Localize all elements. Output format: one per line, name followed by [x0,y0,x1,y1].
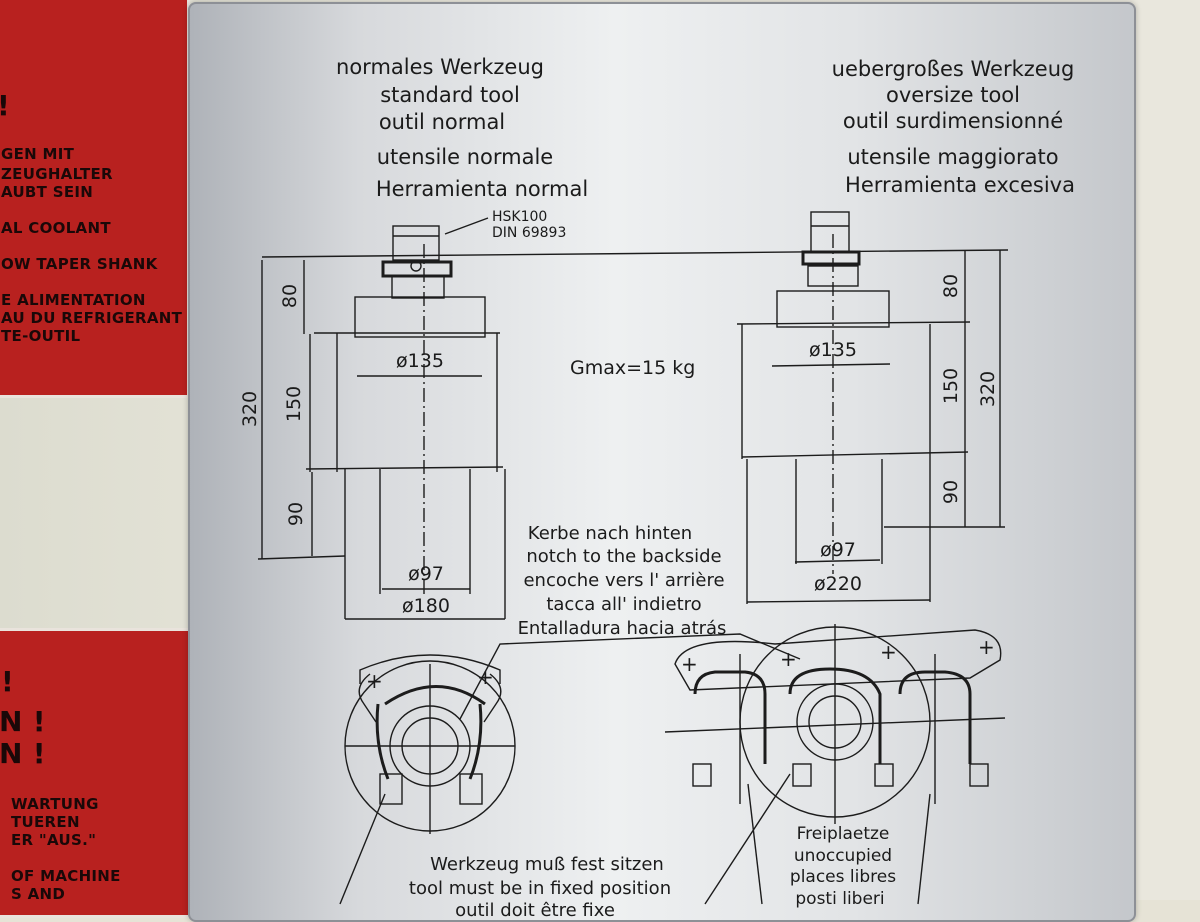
oversize-title-es: Herramienta excesiva [845,173,1075,197]
oversize-title-fr: outil surdimensionné [843,109,1063,133]
warning-line: AL COOLANT [1,219,111,237]
drawing-lines [257,211,1009,905]
fixed-text-en: tool must be in fixed position [409,878,671,899]
svg-text:+: + [978,635,995,659]
warning-exclamation: N ! [0,705,46,738]
standard-title-fr: outil normal [379,110,505,134]
holder-label-hsk: HSK100 [492,209,547,225]
notch-text-it: tacca all' indietro [546,594,701,615]
warning-line: ZEUGHALTER [1,165,113,183]
warning-line: AU DU REFRIGERANT [1,309,183,327]
std-dia-lower: ø97 [408,563,444,585]
warning-line: S AND [11,885,66,903]
ovs-dia-outer: ø220 [814,573,862,595]
svg-text:+: + [477,665,494,689]
standard-title-en: standard tool [380,83,520,107]
warning-sign-top: ! GEN MIT ZEUGHALTER AUBT SEIN AL COOLAN… [0,0,190,398]
oversize-title-en: oversize tool [886,83,1020,107]
ovs-dim-bottom: 90 [940,480,962,504]
free-text-de: Freiplaetze [797,824,890,844]
technical-drawing: + + + + + + normales Werkzeug standard t… [239,55,1075,921]
warning-exclamation: N ! [0,737,46,770]
svg-text:+: + [366,669,383,693]
warning-line: WARTUNG [11,795,99,813]
plus-marks: + + + + + + [366,635,995,693]
fixed-text-de: Werkzeug muß fest sitzen [430,854,664,875]
std-dia-outer: ø180 [402,595,450,617]
ovs-dim-mid: 150 [940,368,962,404]
ovs-dia-lower: ø97 [820,539,856,561]
tool-instruction-plate: + + + + + + normales Werkzeug standard t… [188,2,1136,922]
svg-text:+: + [780,647,797,671]
warning-line: GEN MIT [1,145,75,163]
notch-text-es: Entalladura hacia atrás [518,618,727,639]
warning-line: OF MACHINE [11,867,121,885]
fixed-text-fr: outil doit être fixe [455,900,615,921]
warning-line: TUEREN [11,813,80,831]
ovs-dim-top: 80 [940,274,962,298]
standard-title-it: utensile normale [377,145,553,169]
holder-label-din: DIN 69893 [492,225,566,241]
std-dim-total: 320 [239,391,261,427]
std-dim-mid: 150 [283,386,305,422]
notch-text-de: Kerbe nach hinten [528,523,692,544]
oversize-title-de: uebergroßes Werkzeug [832,57,1075,81]
std-dim-top: 80 [279,284,301,308]
warning-sign-bottom: ! N ! N ! WARTUNG TUEREN ER "AUS." OF MA… [0,628,204,918]
free-text-it: posti liberi [795,889,884,909]
svg-text:+: + [880,640,897,664]
free-text-fr: places libres [790,867,896,887]
std-dim-bottom: 90 [285,502,307,526]
warning-line: AUBT SEIN [1,183,94,201]
oversize-title-it: utensile maggiorato [847,145,1058,169]
warning-line: OW TAPER SHANK [1,255,158,273]
free-text-en: unoccupied [794,846,892,866]
notch-text-fr: encoche vers l' arrière [523,570,724,591]
ovs-dim-total: 320 [977,371,999,407]
svg-text:+: + [681,652,698,676]
standard-title-es: Herramienta normal [376,177,588,201]
notch-text-en: notch to the backside [526,546,721,567]
ovs-dia-upper: ø135 [809,339,857,361]
warning-exclamation: ! [0,89,10,122]
standard-title-de: normales Werkzeug [336,55,544,79]
warning-line: ER "AUS." [11,831,97,849]
warning-exclamation: ! [1,665,15,698]
gmax-label: Gmax=15 kg [570,357,695,379]
warning-line: TE-OUTIL [1,327,81,345]
warning-line: E ALIMENTATION [1,291,146,309]
std-dia-upper: ø135 [396,350,444,372]
